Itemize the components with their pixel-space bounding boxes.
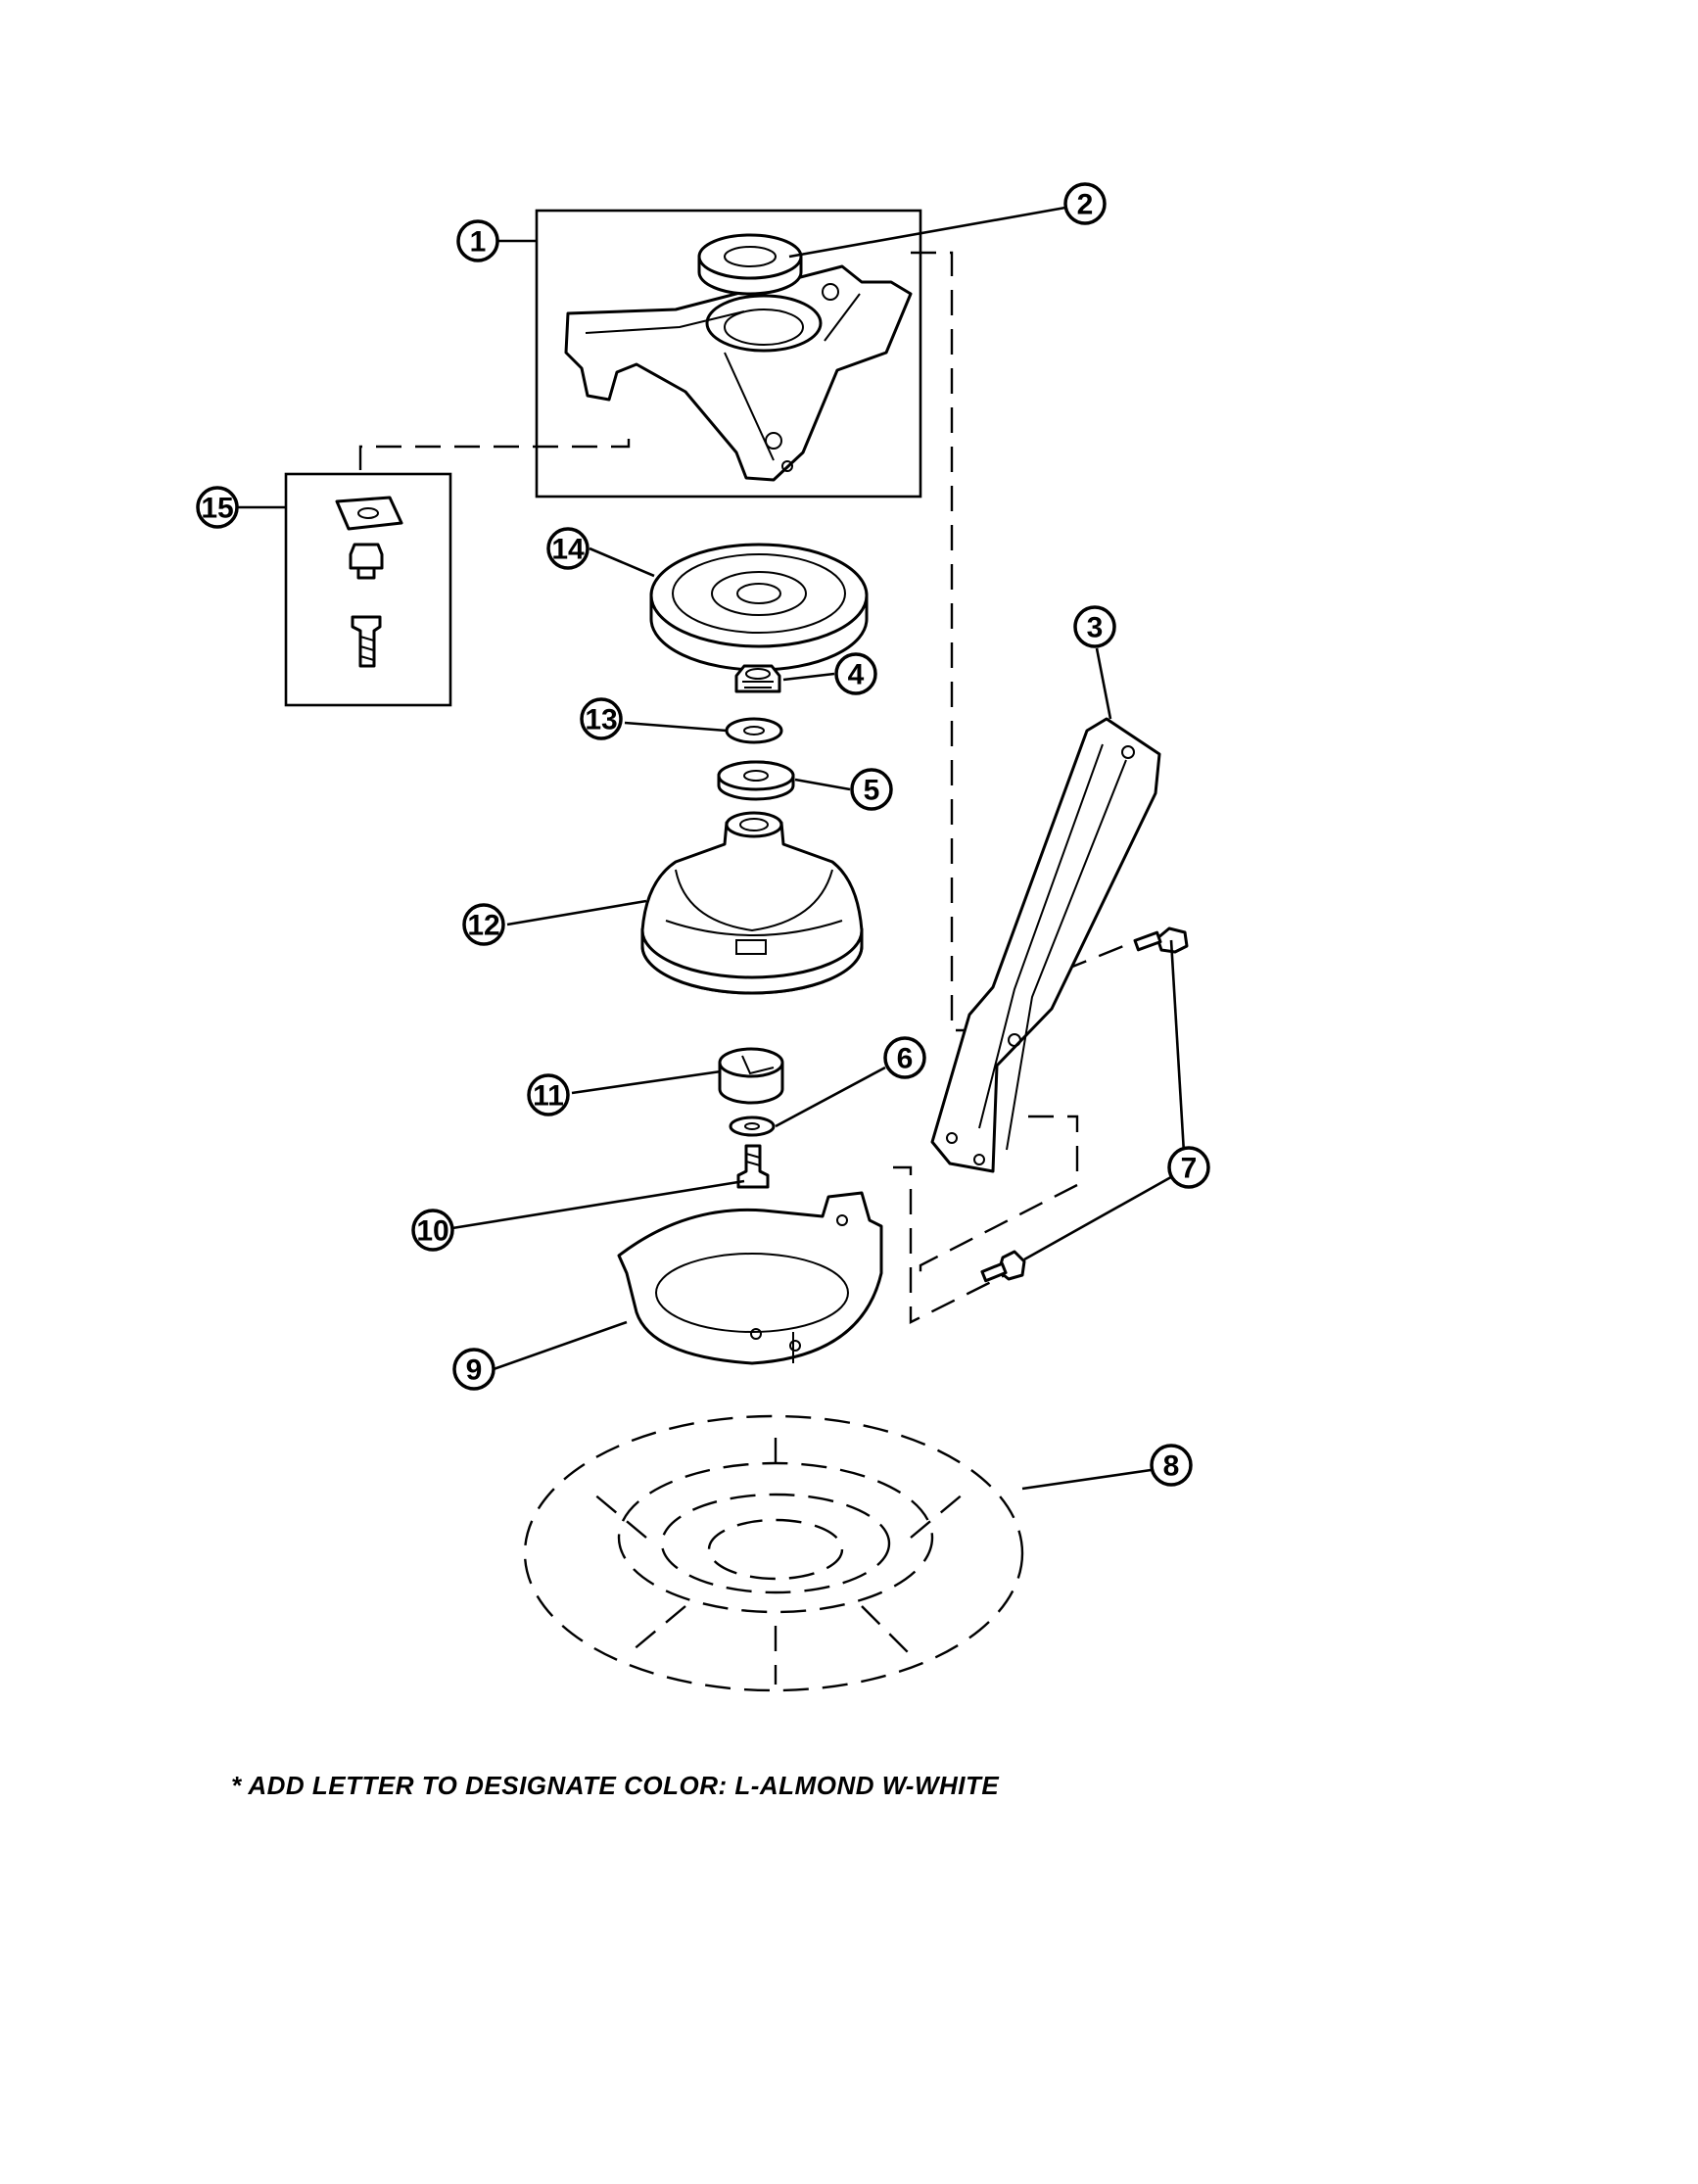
hardware-kit-box <box>284 472 452 707</box>
spring-nut <box>734 664 781 693</box>
callout-10: 10 <box>411 1209 454 1252</box>
callout-12: 12 <box>462 903 505 946</box>
washer-6 <box>729 1116 776 1137</box>
callout-13: 13 <box>580 697 623 740</box>
spider-assembly-box <box>535 209 922 499</box>
callout-8: 8 <box>1150 1444 1193 1487</box>
callout-1: 1 <box>456 219 499 262</box>
washer-5 <box>717 760 795 801</box>
bushing <box>718 1047 784 1105</box>
callout-15: 15 <box>196 486 239 529</box>
hardware-kit-parts <box>335 496 403 668</box>
brace <box>930 717 1161 1173</box>
svg-text:6: 6 <box>897 1043 914 1075</box>
svg-text:7: 7 <box>1181 1153 1198 1185</box>
svg-text:2: 2 <box>1077 189 1094 221</box>
drum-base <box>523 1414 1024 1692</box>
svg-text:14: 14 <box>551 534 585 566</box>
svg-text:12: 12 <box>467 910 499 942</box>
svg-text:3: 3 <box>1087 612 1104 644</box>
svg-text:1: 1 <box>470 226 487 259</box>
shield <box>617 1191 883 1365</box>
callout-11: 11 <box>527 1073 570 1116</box>
callout-3: 3 <box>1073 605 1116 648</box>
callout-7: 7 <box>1167 1146 1210 1189</box>
callout-2: 2 <box>1063 182 1107 225</box>
bolt-10 <box>736 1144 770 1189</box>
svg-text:13: 13 <box>585 704 617 736</box>
callout-6: 6 <box>883 1036 926 1079</box>
svg-text:4: 4 <box>848 659 865 691</box>
svg-text:11: 11 <box>533 1080 564 1113</box>
washer-13 <box>725 717 783 744</box>
svg-text:15: 15 <box>201 493 233 525</box>
callout-5: 5 <box>850 768 893 811</box>
spider-bracket <box>564 264 913 482</box>
bearing <box>697 233 803 296</box>
color-footnote: * ADD LETTER TO DESIGNATE COLOR: L-ALMON… <box>231 1771 1000 1800</box>
leader-lines <box>237 206 1187 1491</box>
callout-14: 14 <box>546 527 590 570</box>
svg-text:9: 9 <box>466 1354 483 1387</box>
callout-9: 9 <box>452 1348 495 1391</box>
callout-4: 4 <box>834 652 877 695</box>
svg-text:10: 10 <box>416 1215 448 1248</box>
hub-housing <box>640 811 864 995</box>
svg-text:8: 8 <box>1163 1450 1180 1483</box>
pulley <box>649 543 869 672</box>
svg-text:5: 5 <box>864 775 880 807</box>
